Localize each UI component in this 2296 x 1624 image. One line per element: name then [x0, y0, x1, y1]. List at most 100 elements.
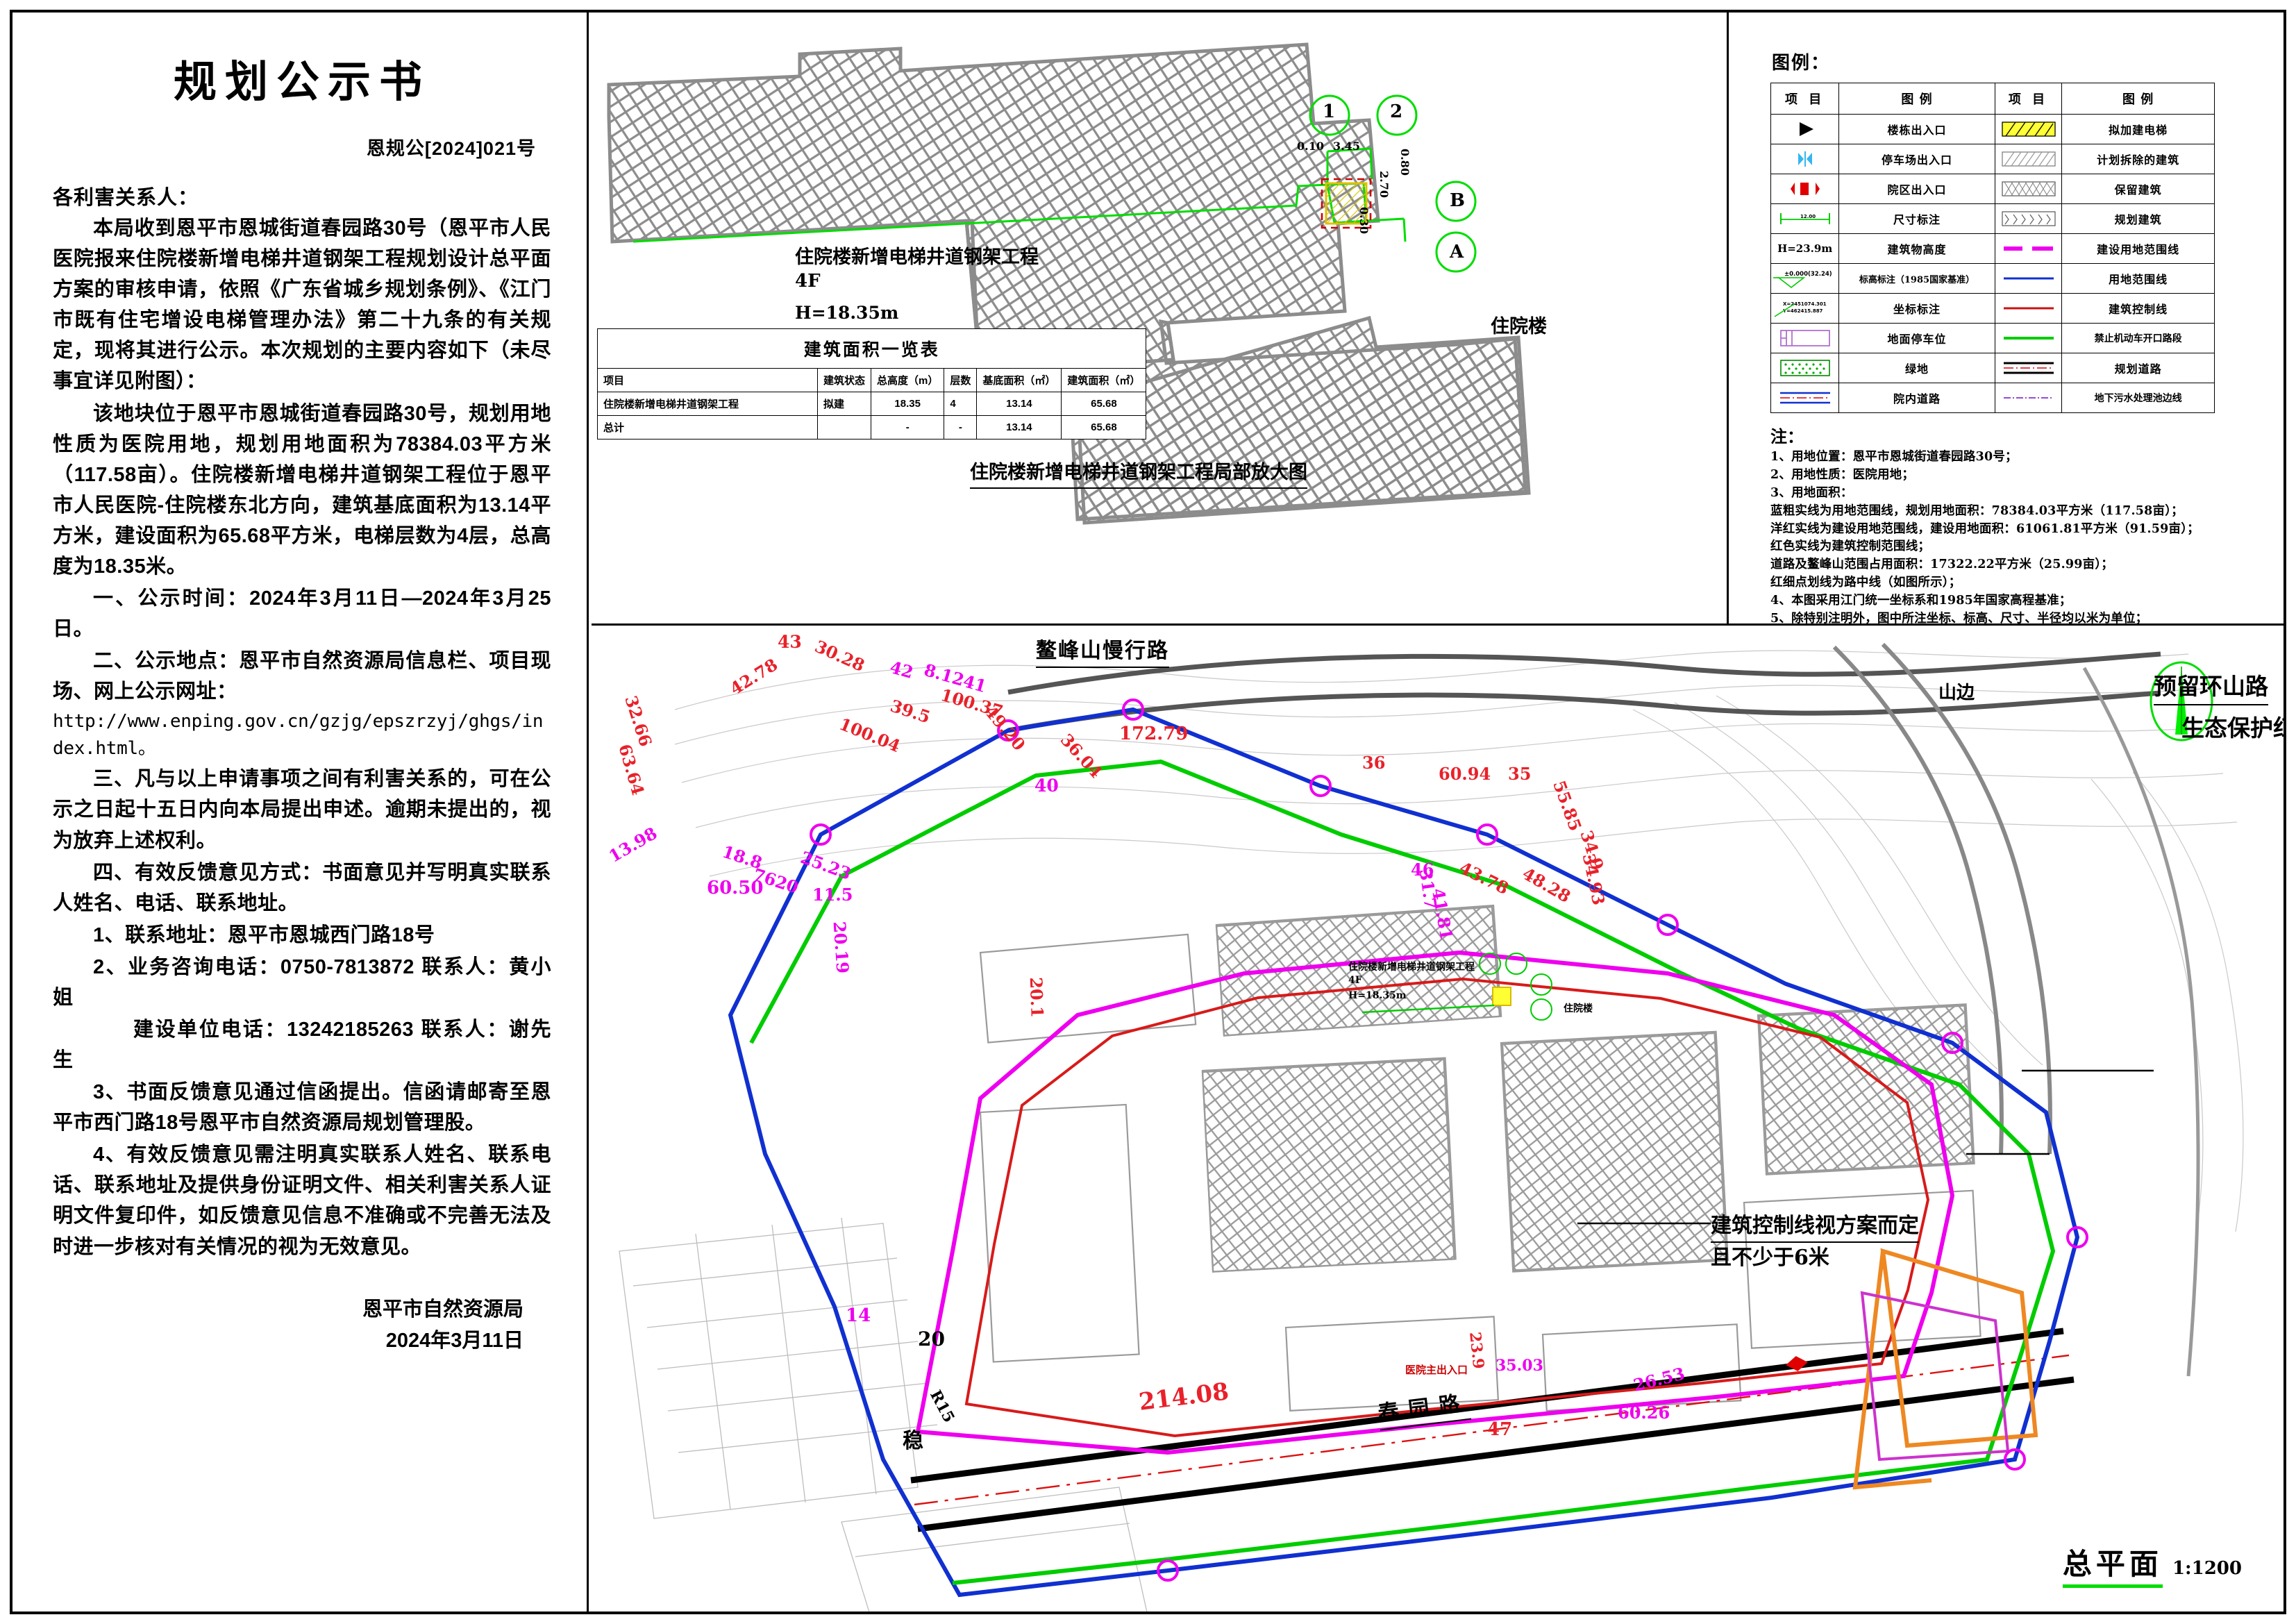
area-r1-c0: 总计 — [597, 415, 818, 440]
building-height-symbol: H=23.9m — [1770, 233, 1840, 264]
site-floors-label: 4F — [1348, 975, 1362, 986]
control-line-note-1: 建筑控制线视方案而定 — [1711, 1208, 1919, 1243]
dimension-label: 172.79 — [1119, 723, 1189, 744]
inpatient-building-outline — [607, 42, 1531, 525]
detail-drawing-caption: 住院楼新增电梯井道钢架工程局部放大图 — [970, 457, 1307, 489]
note-line: 红细点划线为路中线（如图所示）； — [1770, 576, 1961, 590]
dimension-label: 20.19 — [829, 921, 853, 974]
parking-entrance-icon — [1770, 144, 1840, 174]
dimension-annotation-icon: 12.00 — [1770, 203, 1840, 234]
svg-text:±0.000(32.24): ±0.000(32.24) — [1784, 271, 1832, 278]
notice-contact-address: 1、联系地址：恩平市恩城西门路18号 — [93, 923, 435, 946]
detail-dim-3-45: 3.45 — [1333, 140, 1360, 153]
legend-label-1: 拟加建电梯 — [2061, 114, 2215, 144]
sewage-tank-edge-line-icon — [1994, 383, 2063, 413]
note-line: 蓝粗实线为用地范围线，规划用地面积：78384.03平方米（117.58亩）； — [1770, 503, 2184, 518]
detail-project-label: 住院楼新增电梯井道钢架工程 — [795, 246, 1039, 268]
area-th-1: 建筑状态 — [816, 368, 872, 392]
no-vehicle-opening-line — [749, 759, 2056, 1585]
notice-mail-instructions: 3、书面反馈意见通过信函提出。信函请邮寄至恩平市西门路18号恩平市自然资源局规划… — [53, 1081, 551, 1135]
campus-entrance-icon — [1770, 174, 1840, 204]
proposed-elevator-swatch-icon — [1994, 114, 2063, 144]
notice-paragraph-1: 本局收到恩平市恩城街道春园路30号（恩平市人民医院报来住院楼新增电梯井道钢架工程… — [53, 217, 551, 393]
area-r1-c2: - — [871, 415, 945, 440]
mark-bubble-1-label: 1 — [1323, 101, 1336, 122]
area-r0-c5: 65.68 — [1061, 392, 1147, 416]
dimension-label: 11.5 — [812, 885, 853, 905]
table-row: 住院楼新增电梯井道钢架工程 拟建 18.35 4 13.14 65.68 — [597, 392, 1147, 416]
legend-label-13: 建筑控制线 — [2061, 293, 2215, 324]
annotation-leader-lines — [1577, 1069, 2154, 1225]
detail-drawing-svg — [607, 42, 1531, 525]
legend-label-7: 规划建筑 — [2061, 203, 2215, 234]
notice-paragraph-2: 该地块位于恩平市恩城街道春园路30号，规划用地性质为医院用地，规划用地面积为78… — [53, 402, 551, 578]
site-elevator-marker — [1361, 953, 1552, 1021]
demolition-swatch-icon — [1994, 144, 2063, 174]
dimension-label: 43 — [778, 632, 802, 652]
legend-vertical-divider — [1727, 12, 1729, 623]
legend-th-0: 项 目 — [1770, 83, 1840, 115]
table-header-row: 项目 建筑状态 总高度（m） 层数 基底面积（㎡） 建筑面积（㎡） — [597, 368, 1147, 392]
road-label-wen: 稳 — [903, 1429, 923, 1453]
legend-table: 项 目 图 例 项 目 图 例 楼栋出入口 拟加建电梯 — [1770, 83, 2215, 413]
building-area-table: 建筑面积一览表 项目 建筑状态 总高度（m） 层数 基底面积（㎡） 建筑面积（㎡… — [596, 328, 1147, 440]
legend-label-10: 标高标注（1985国家基准） — [1838, 263, 1995, 294]
signature-date: 2024年3月11日 — [385, 1329, 523, 1352]
legend-label-4: 院区出入口 — [1838, 174, 1995, 204]
legend-label-5: 保留建筑 — [2061, 174, 2215, 204]
area-th-3: 层数 — [944, 368, 978, 392]
table-title-row: 建筑面积一览表 — [596, 328, 1147, 369]
orange-utility-route — [1852, 1248, 2038, 1490]
note-line: 5、除特别注明外，图中所注坐标、标高、尺寸、半径均以米为单位； — [1770, 612, 2148, 626]
legend-row: 院区出入口 保留建筑 — [1770, 174, 2215, 204]
notice-builder-phone: 建设单位电话：13242185263 联系人：谢先生 — [53, 1018, 551, 1072]
notice-item-3: 三、凡与以上申请事项之间有利害关系的，可在公示之日起十五日内向本局提出申述。逾期… — [53, 768, 551, 852]
dimension-label: 40 — [1034, 776, 1059, 796]
area-r0-c0: 住院楼新增电梯井道钢架工程 — [597, 392, 818, 416]
detail-dim-0-30: 0.30 — [1357, 207, 1371, 234]
legend-row: 院内道路 地下污水处理池边线 — [1770, 383, 2215, 413]
main-vertical-divider — [587, 12, 589, 1612]
area-r0-c3: 4 — [944, 392, 978, 416]
detail-dim-0-10: 0.10 — [1297, 140, 1324, 153]
svg-text:X=2451074.301: X=2451074.301 — [1783, 301, 1827, 307]
area-r0-c2: 18.35 — [871, 392, 945, 416]
cadastral-parcels — [619, 1217, 1148, 1612]
table-row: 总计 - - 13.14 65.68 — [597, 415, 1147, 440]
legend-row: ±0.000(32.24) 标高标注（1985国家基准） 用地范围线 — [1770, 263, 2215, 294]
construction-boundary-line — [915, 950, 1955, 1455]
hatched-buildings — [1201, 905, 1974, 1273]
area-th-4: 基底面积（㎡） — [976, 368, 1062, 392]
no-vehicle-opening-line-icon — [1994, 323, 2063, 353]
green-area-swatch-icon — [1770, 353, 1840, 383]
legend-th-3: 图 例 — [2061, 83, 2215, 115]
eco-redline-label: 生态保护红线（初步方案） — [2181, 714, 2284, 742]
area-r1-c4: 13.14 — [976, 415, 1062, 440]
legend-row: 12.00 尺寸标注 规划建筑 — [1770, 203, 2215, 234]
building-entrance-icon — [1770, 114, 1840, 144]
legend-label-19: 地下污水处理池边线 — [2061, 383, 2215, 413]
legend-label-8: 建筑物高度 — [1838, 233, 1995, 264]
addressee: 各利害关系人： — [53, 187, 199, 210]
dimension-label: 35.03 — [1495, 1357, 1543, 1375]
note-line: 1、用地位置：恩平市恩城街道春园路30号； — [1770, 450, 2018, 464]
legend-row: 楼栋出入口 拟加建电梯 — [1770, 114, 2215, 144]
dimension-label: 14 — [846, 1305, 871, 1326]
dimension-label: 20 — [918, 1328, 945, 1350]
notice-feedback-requirements: 4、有效反馈意见需注明真实联系人姓名、联系电话、联系地址及提供身份证明文件、相关… — [53, 1144, 551, 1258]
site-plan: 鳌峰山慢行路 春园路 稳 山边 预留环山路 生态保护红线（初步方案） 建筑控制线… — [592, 626, 2284, 1612]
dimension-label: 47 — [1487, 1419, 1513, 1440]
site-project-label: 住院楼新增电梯井道钢架工程 — [1348, 962, 1475, 973]
notice-item-2: 二、公示地点：恩平市自然资源局信息栏、项目现场、网上公示网址： — [53, 650, 551, 703]
reserved-ring-road — [1832, 642, 2052, 1155]
public-notice: 规划公示书 恩规公[2024]021号 各利害关系人： 本局收到恩平市恩城街道春… — [28, 21, 576, 1603]
area-r1-c5: 65.68 — [1061, 415, 1147, 440]
detail-floors-label: 4F — [795, 271, 821, 292]
area-table-title: 建筑面积一览表 — [596, 328, 1147, 369]
mark-bubble-B-label: B — [1450, 190, 1465, 211]
legend-th-1: 图 例 — [1838, 83, 1995, 115]
area-r0-c4: 13.14 — [976, 392, 1062, 416]
